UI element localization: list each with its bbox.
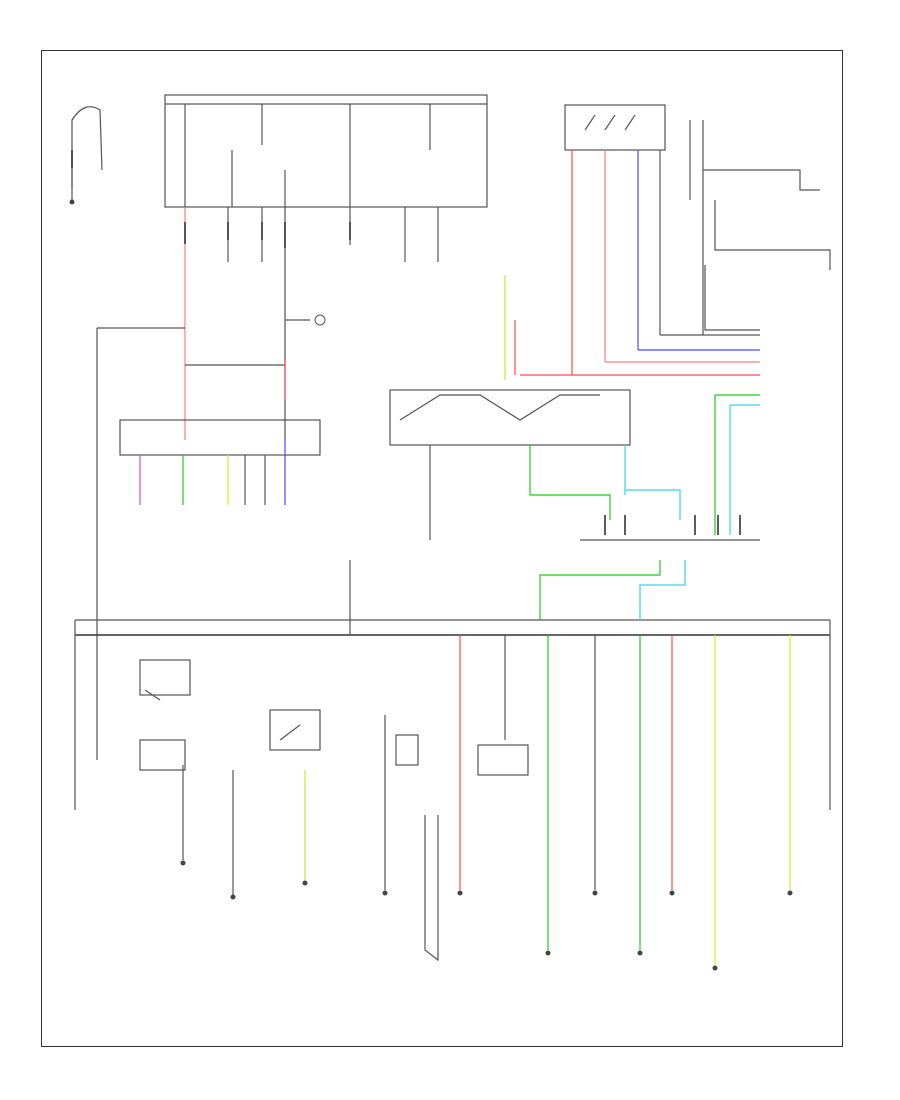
wire-green-to-bus [539,560,661,620]
diode-symbol [314,314,326,326]
terminal-top-left [69,199,75,205]
terminal-10 [712,965,718,971]
relay-top-right [564,104,666,151]
sensor-loop-top-left [71,106,103,190]
terminal-2 [230,894,236,900]
terminal-9 [669,890,675,896]
relay-lower-mid [269,709,321,751]
wire-green-route [530,494,611,520]
terminal-3 [302,880,308,886]
small-box [395,734,419,766]
fuse-block-middle [119,419,321,456]
relay-lower-left-contact [144,689,161,701]
fuse-box-top [164,94,488,208]
wire-cyan-route [625,489,681,520]
terminal-11 [787,890,793,896]
relay-lower-left [139,659,191,696]
diagram-frame [41,50,843,1047]
relay-contacts [584,114,636,131]
relay-box-center [477,744,529,776]
terminal-6 [545,950,551,956]
wire-sensor-right-mid [714,200,831,270]
terminal-8 [637,950,643,956]
drop-loop [424,815,439,962]
ignition-switch-block [389,389,631,446]
terminal-7 [592,890,598,896]
wire-sensor-right-low [704,265,760,331]
terminal-1 [180,860,186,866]
terminal-5 [457,890,463,896]
wire-cyan-to-bus [639,560,686,620]
relay-lower-mid-contact [279,724,301,741]
terminal-4 [382,890,388,896]
wire-sensor-right-top [703,169,820,191]
fuse-lower-left [139,739,186,771]
ignition-switch-contacts [399,394,600,421]
